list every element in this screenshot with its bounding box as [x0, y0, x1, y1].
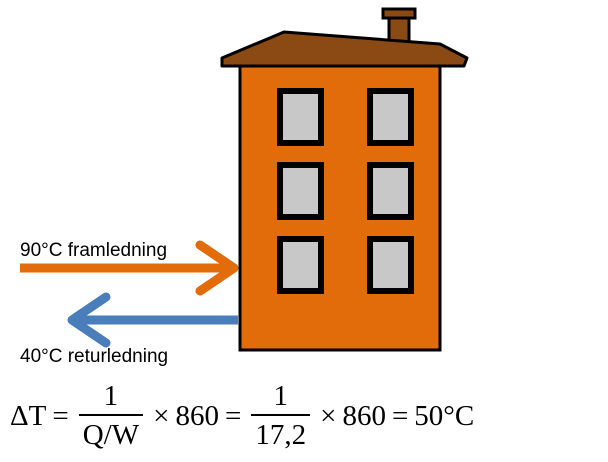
temperature-difference-formula: ΔT = 1 Q/W × 860 = 1 17,2 × 860 = 50°C: [10, 372, 474, 460]
formula-lhs: ΔT: [10, 399, 47, 432]
times-sign: ×: [153, 399, 170, 432]
equals-sign: =: [224, 399, 242, 432]
times-sign: ×: [320, 399, 337, 432]
fraction-one-over-value: 1 17,2: [251, 380, 311, 451]
windows: [277, 88, 414, 294]
factor: 860: [175, 399, 219, 432]
fraction-one-over-qw: 1 Q/W: [78, 380, 144, 451]
fraction-denominator: Q/W: [82, 419, 140, 451]
roof: [220, 30, 469, 68]
building: [220, 7, 469, 352]
factor: 860: [342, 399, 386, 432]
fraction-bar: [251, 414, 311, 416]
window-glass: [373, 94, 408, 140]
fraction-denominator: 17,2: [255, 419, 307, 451]
supply-arrow: [20, 240, 239, 296]
equals-sign: =: [52, 399, 69, 432]
chimney-cap: [381, 7, 417, 20]
window-glass: [373, 242, 408, 288]
window-glass: [373, 168, 408, 214]
window-glass: [283, 94, 318, 140]
return-temperature-label: 40°C returledning: [20, 346, 169, 367]
window-glass: [283, 168, 318, 214]
fraction-numerator: 1: [103, 380, 119, 412]
fraction-numerator: 1: [273, 380, 288, 412]
window-glass: [283, 242, 318, 288]
fraction-bar: [78, 414, 144, 416]
equals-sign: =: [391, 399, 409, 432]
return-arrow: [67, 292, 238, 348]
supply-temperature-label: 90°C framledning: [20, 240, 168, 261]
formula-result: 50°C: [414, 399, 475, 432]
